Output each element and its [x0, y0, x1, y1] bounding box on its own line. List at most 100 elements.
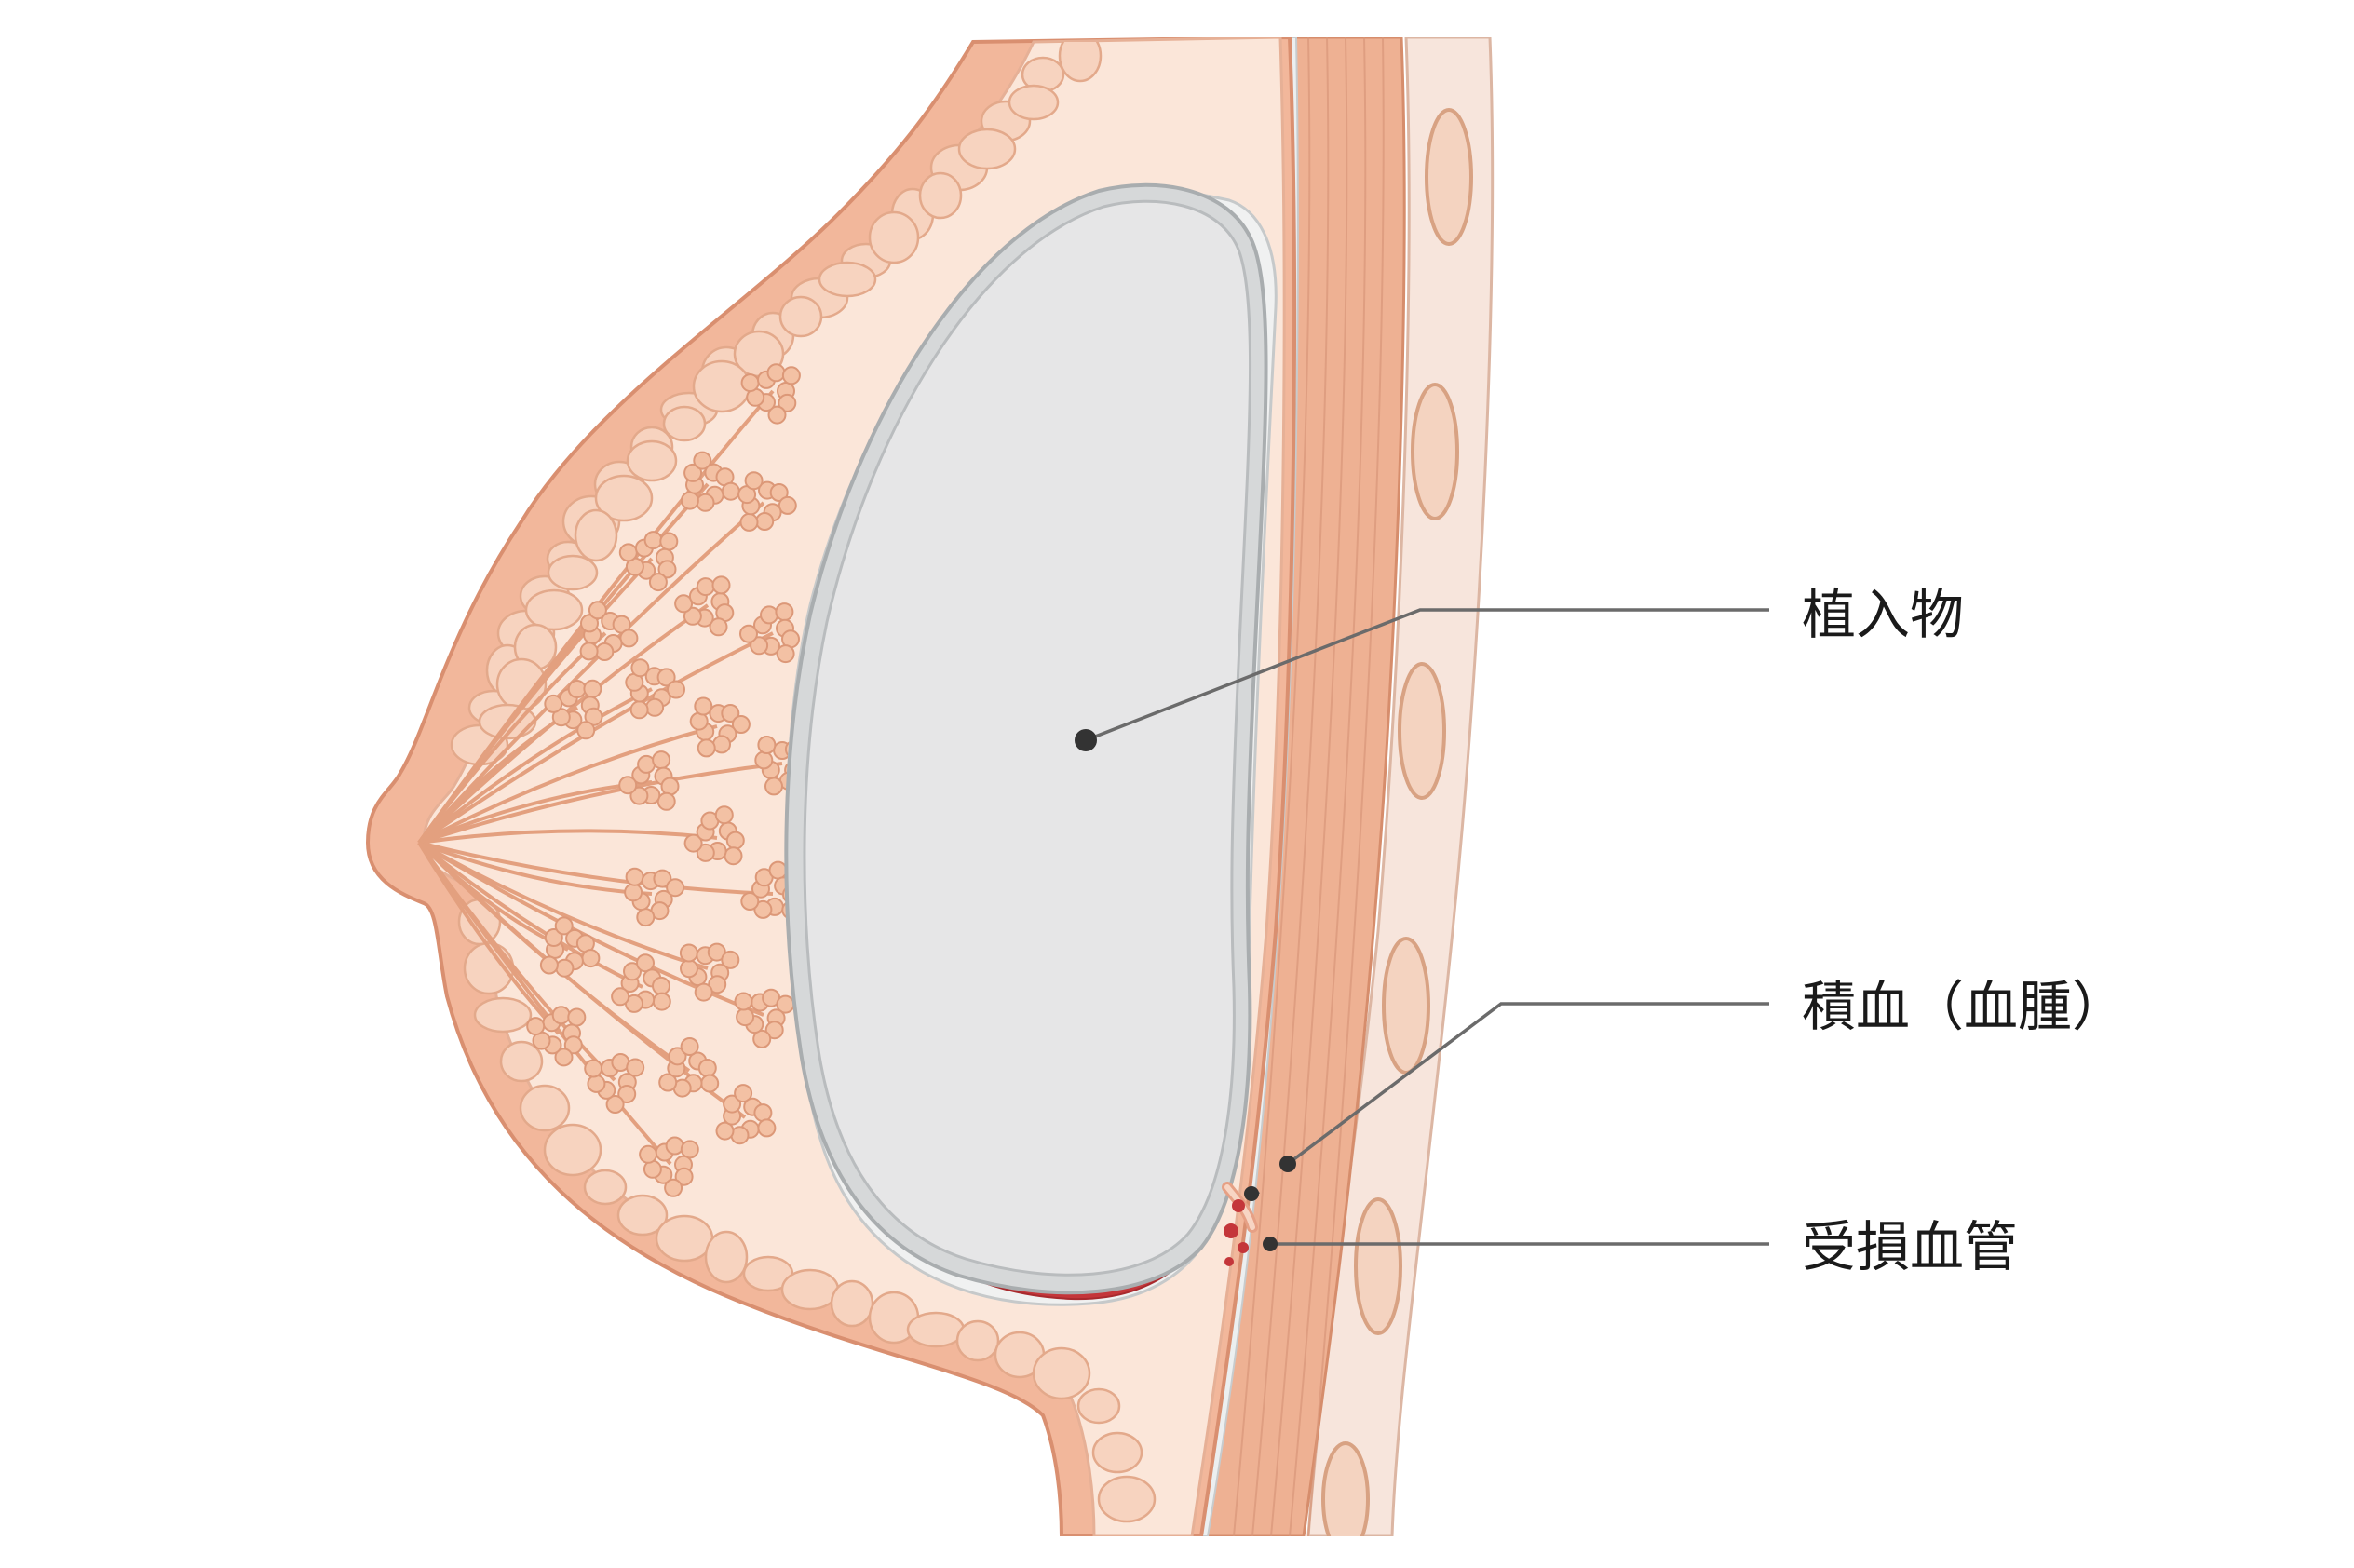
milk-duct — [417, 841, 672, 1166]
rib — [1411, 383, 1459, 520]
gland-lobule — [734, 992, 753, 1011]
rib — [1321, 1441, 1370, 1536]
fat-lobule — [583, 1169, 628, 1206]
gland-lobule — [664, 1178, 683, 1197]
gland-lobule — [629, 700, 649, 720]
milk-duct — [418, 841, 774, 896]
gland-lobule — [776, 644, 795, 664]
gland-lobule — [694, 696, 713, 716]
fat-lobule — [662, 405, 707, 442]
gland-lobule — [583, 679, 602, 698]
gland-lobule — [618, 776, 638, 795]
milk-duct — [418, 724, 718, 845]
rib — [1425, 108, 1473, 246]
implant-leader — [1085, 608, 1769, 742]
gland-lobule — [567, 1007, 587, 1027]
gland-lobule — [755, 512, 775, 531]
milk-duct — [417, 841, 561, 1035]
fat-lobule — [906, 1311, 966, 1348]
gland-lobule — [734, 1084, 753, 1103]
gland-lobule — [666, 878, 685, 898]
gland-lobule — [660, 777, 680, 796]
gland-lobule — [764, 777, 783, 796]
gland-lobule — [554, 916, 574, 936]
gland-lobule — [753, 1103, 773, 1123]
gland-lobule — [667, 680, 685, 699]
gland-lobule — [674, 594, 694, 614]
fat-lobule — [1091, 1431, 1143, 1474]
gland-lobule — [680, 1037, 699, 1056]
gland-lobule — [731, 715, 751, 734]
gland-lobule — [781, 366, 801, 385]
fat-lobule — [830, 1279, 874, 1328]
implant-gel — [803, 199, 1252, 1277]
gland-lobule — [721, 704, 740, 723]
fat-lobule — [574, 508, 618, 562]
fat-lobule — [918, 171, 963, 220]
gland-lobule — [739, 512, 759, 532]
fat-lobule — [519, 1084, 571, 1132]
gland-lobule — [567, 680, 587, 698]
gland-lobule — [683, 606, 702, 626]
milk-duct — [418, 829, 718, 845]
gland-lobule — [636, 908, 656, 927]
gland-lobule — [696, 843, 715, 862]
gland-lobule — [683, 833, 703, 853]
milk-duct — [417, 631, 774, 845]
hematoma-marker-dot — [1279, 1156, 1296, 1172]
fat-lobule — [1008, 84, 1060, 121]
fat-lobule — [543, 1123, 602, 1177]
gland-lobule — [576, 721, 596, 740]
fat-lobules — [450, 42, 1157, 1523]
gland-lobule — [760, 605, 778, 625]
gland-lobule — [778, 393, 797, 412]
gland-lobule — [744, 471, 764, 491]
gland-lobule — [626, 1058, 645, 1077]
gland-lobule — [652, 992, 671, 1011]
leader-lines — [1075, 608, 1769, 1251]
fat-lobule — [547, 554, 599, 591]
gland-lobule — [554, 1048, 574, 1067]
hematoma-label: 積血（血腫） — [1802, 975, 2126, 1038]
gland-lobule — [769, 483, 789, 502]
gland-lobule — [693, 451, 712, 470]
fat-lobule — [1076, 1387, 1121, 1425]
gland-lobule — [721, 950, 740, 969]
gland-lobule — [652, 750, 671, 770]
hematoma-leader — [1286, 1002, 1769, 1166]
rib-group — [1321, 108, 1473, 1536]
gland-lobule — [539, 955, 559, 975]
gland-lobule — [778, 495, 797, 515]
gland-lobule — [674, 1167, 694, 1186]
gland-lobule — [588, 601, 607, 620]
gland-lobule — [697, 1059, 717, 1077]
fat-lobule — [626, 439, 678, 482]
milk-duct — [417, 631, 607, 845]
gland-lobule — [753, 899, 773, 919]
gland-lobule — [766, 363, 786, 383]
gland-lobule — [768, 860, 788, 880]
gland-lobule — [700, 1074, 720, 1093]
gland-lobule — [611, 987, 630, 1007]
fat-lobule — [1058, 42, 1103, 83]
gland-lobule — [618, 543, 638, 562]
gland-lobule — [696, 577, 715, 597]
gland-lobule — [757, 736, 777, 754]
gland-lobule — [605, 1095, 625, 1114]
fat-lobule — [655, 1214, 714, 1263]
fat-lobule — [778, 295, 823, 338]
milk-duct — [418, 841, 653, 896]
gland-lobule — [544, 694, 563, 713]
gland-lobule — [551, 708, 571, 727]
fat-lobule — [704, 1230, 749, 1284]
gland-lobule — [581, 949, 601, 968]
fat-lobule — [957, 128, 1017, 170]
gland-lobule — [712, 735, 731, 754]
gland-lobule — [587, 1074, 606, 1093]
gland-lobule — [625, 867, 644, 886]
gland-lobule — [764, 1021, 784, 1040]
vessel-marker-dot — [1263, 1237, 1278, 1251]
gland-lobule — [715, 1121, 735, 1141]
gland-lobule — [725, 831, 745, 850]
fat-lobule — [524, 588, 584, 631]
